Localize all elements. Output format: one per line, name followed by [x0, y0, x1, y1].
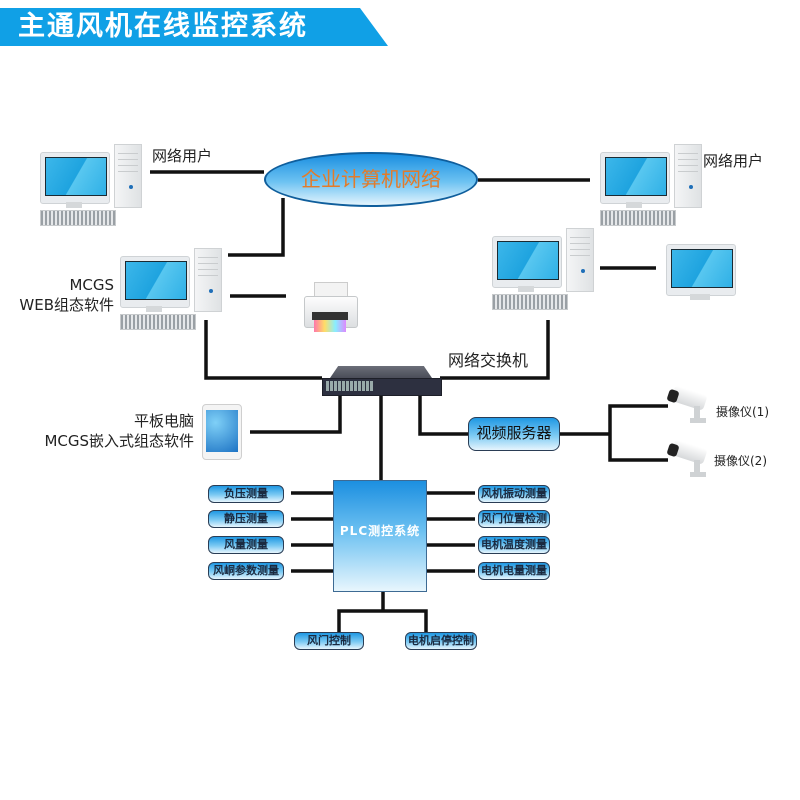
plc-input-air-volume: 风量测量 — [208, 536, 284, 554]
network-user-left-label: 网络用户 — [152, 147, 213, 165]
plc-input-tunnel-params: 风峒参数测量 — [208, 562, 284, 580]
pc-tower-icon — [194, 248, 222, 312]
plc-input-damper-position: 风门位置检测 — [478, 510, 550, 528]
monitor-icon — [120, 256, 190, 308]
keyboard-icon — [120, 314, 196, 330]
line-cloud-to-mcgs-pc — [228, 198, 285, 257]
pc-tower-icon — [674, 144, 702, 208]
keyboard-icon — [600, 210, 676, 226]
tablet-label-line1: 平板电脑 — [133, 412, 194, 430]
camera-2-label: 摄像仪(2) — [714, 454, 767, 468]
printer-icon — [300, 280, 360, 338]
camera-icon — [666, 385, 714, 424]
pc-tower-icon — [114, 144, 142, 208]
network-switch-label: 网络交换机 — [448, 351, 529, 370]
title-banner — [0, 8, 388, 46]
plc-control-system-box — [333, 480, 427, 592]
pc-tower-icon — [566, 228, 594, 292]
enterprise-network-cloud — [264, 152, 478, 207]
network-user-right-label: 网络用户 — [703, 152, 764, 170]
plc-output-damper-control: 风门控制 — [294, 632, 364, 650]
plc-input-fan-vibration: 风机振动测量 — [478, 485, 550, 503]
network-user-pc-left — [40, 144, 142, 228]
monitor-icon — [666, 244, 736, 296]
plc-input-motor-power: 电机电量测量 — [478, 562, 550, 580]
network-user-pc-right — [600, 144, 702, 228]
tablet-icon — [202, 404, 242, 460]
mcgs-web-label-line2: WEB组态软件 — [19, 296, 114, 314]
monitor-icon — [600, 152, 670, 204]
plc-input-motor-temperature: 电机温度测量 — [478, 536, 550, 554]
video-server-box: 视频服务器 — [468, 417, 560, 451]
extra-monitor — [666, 244, 736, 302]
line-camera-branch — [608, 404, 668, 462]
keyboard-icon — [40, 210, 116, 226]
tablet-label-line2: MCGS嵌入式组态软件 — [44, 432, 194, 450]
keyboard-icon — [492, 294, 568, 310]
camera-1-label: 摄像仪(1) — [716, 405, 769, 419]
network-switch-icon — [322, 366, 442, 396]
plc-input-static-pressure: 静压测量 — [208, 510, 284, 528]
line-switch-to-video — [418, 396, 468, 436]
plc-input-negative-pressure: 负压测量 — [208, 485, 284, 503]
line-switch-to-right-pc — [440, 320, 550, 380]
plc-control-system-label: PLC测控系统 — [339, 524, 421, 538]
monitor-icon — [40, 152, 110, 204]
mcgs-web-label-line1: MCGS — [69, 276, 114, 294]
workstation-pc-right — [492, 228, 594, 312]
line-switch-to-tablet — [250, 396, 342, 434]
mcgs-web-pc — [120, 248, 222, 332]
plc-output-motor-start-stop: 电机启停控制 — [405, 632, 477, 650]
line-mcgs-pc-to-switch — [204, 320, 322, 380]
monitor-icon — [492, 236, 562, 288]
page-title: 主通风机在线监控系统 — [18, 11, 308, 42]
enterprise-network-label: 企业计算机网络 — [301, 167, 441, 191]
camera-icon — [666, 439, 714, 478]
